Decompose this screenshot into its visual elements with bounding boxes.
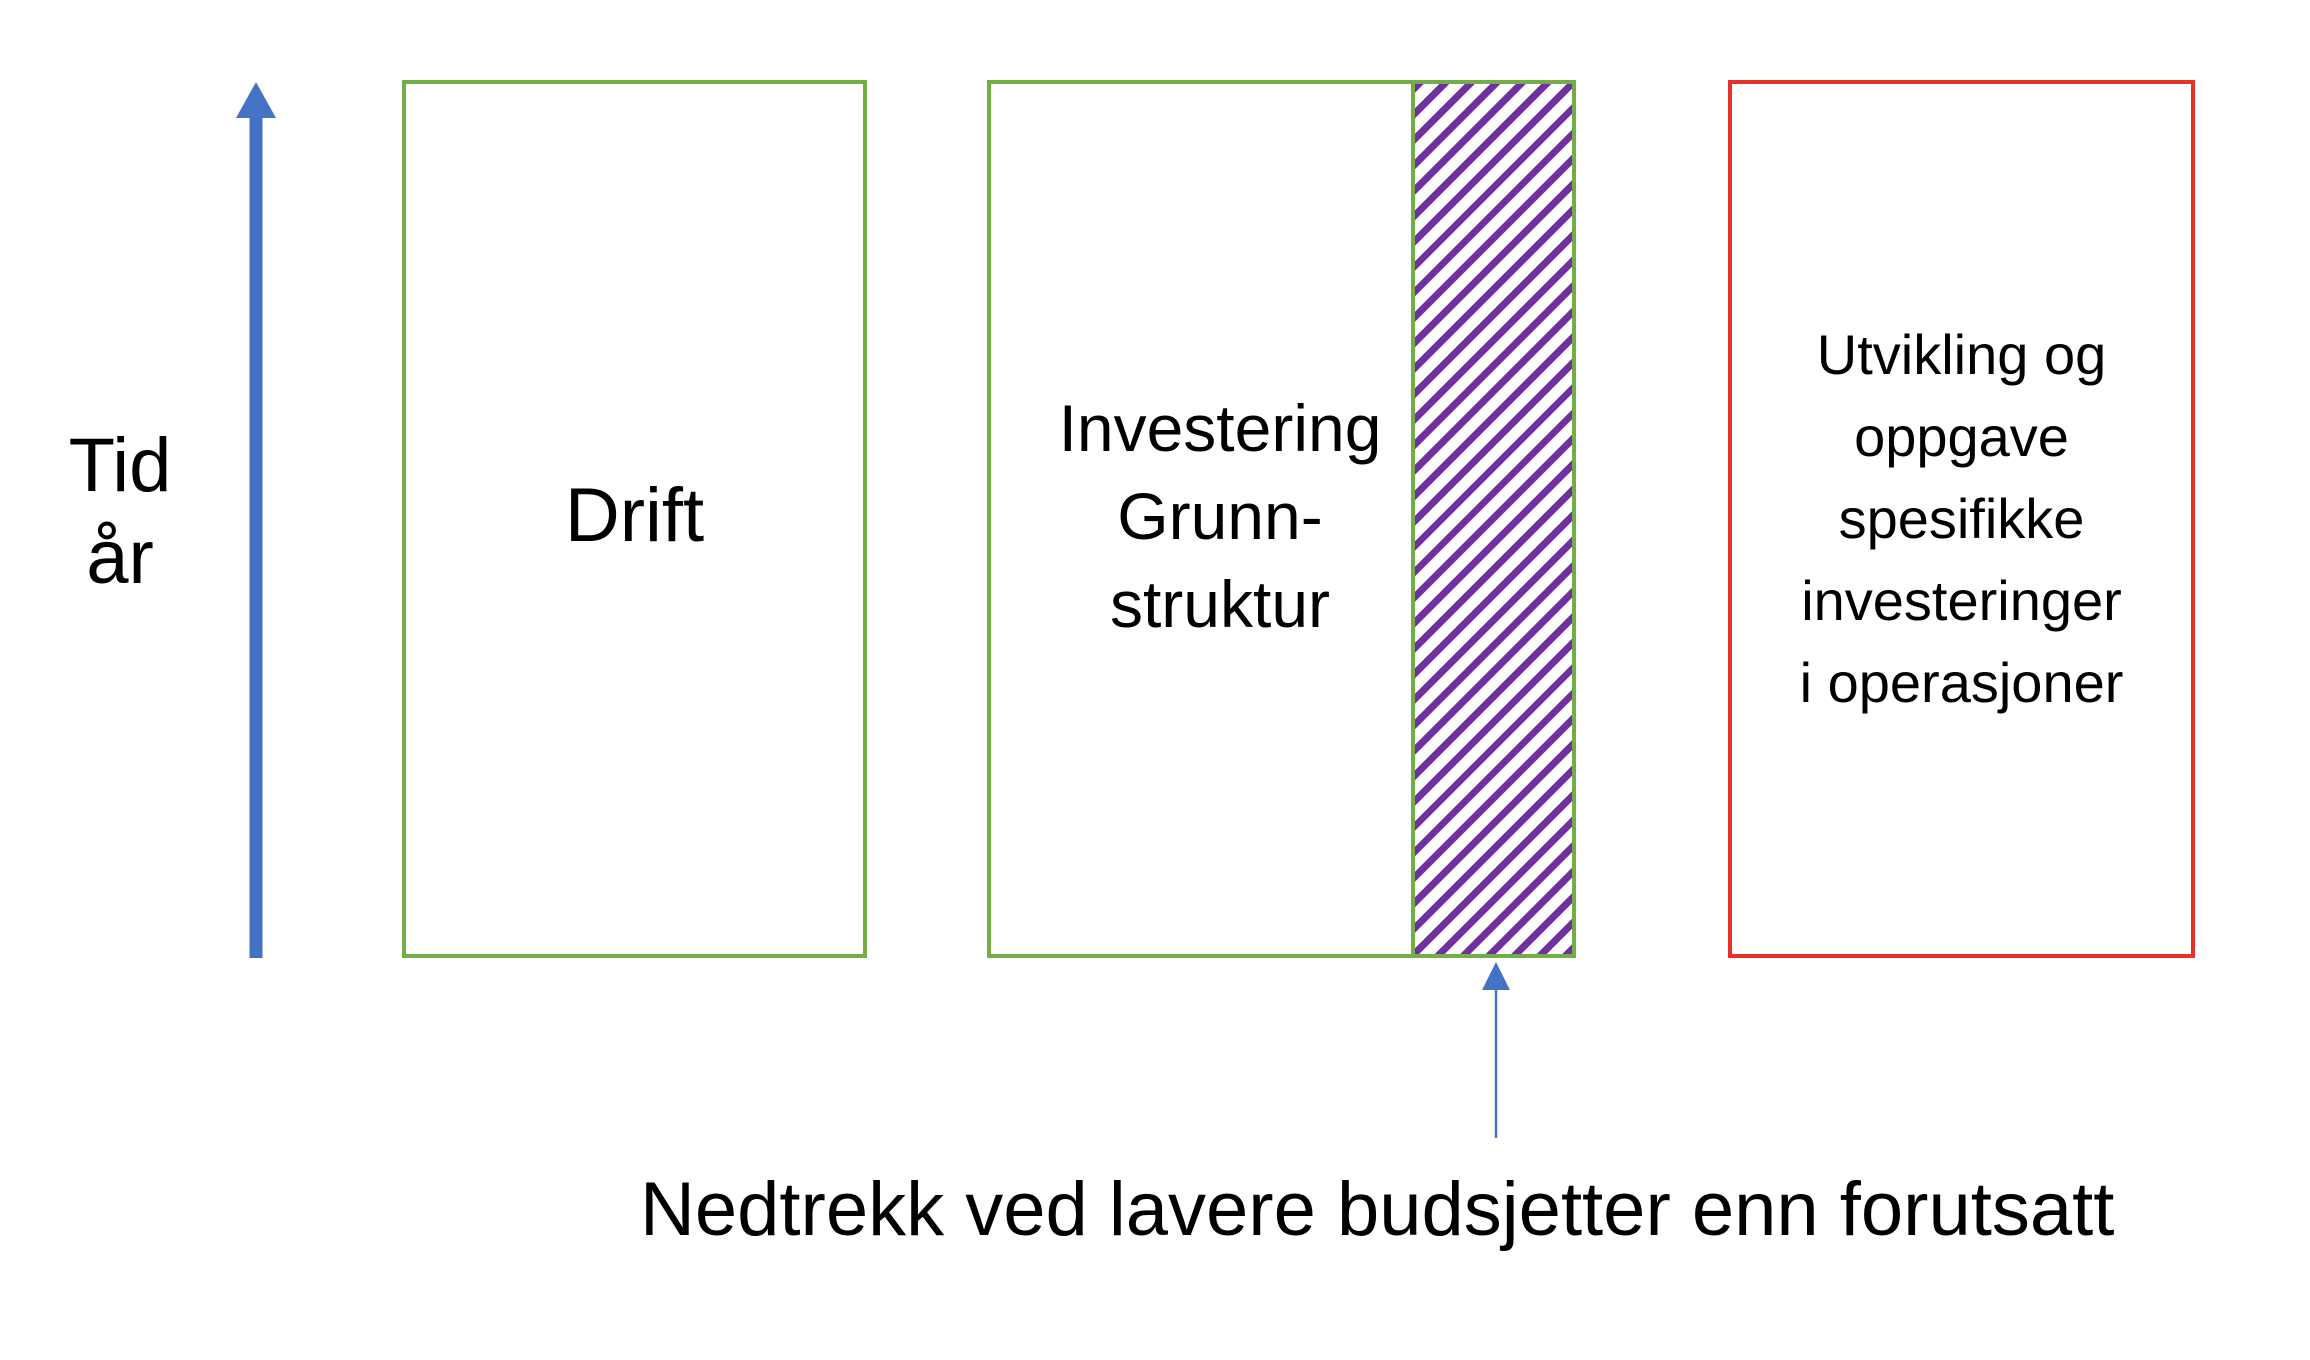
utvikling-label-line5: i operasjoner bbox=[1799, 651, 2124, 714]
utvikling-label-line4: investeringer bbox=[1801, 569, 2122, 632]
investering-label-line1: Investering bbox=[1058, 391, 1382, 465]
time-axis-label-line1: Tid bbox=[68, 423, 172, 508]
investering-label: Investering Grunn- struktur bbox=[1040, 384, 1400, 648]
reduction-hatched-area bbox=[1411, 80, 1576, 958]
drift-box bbox=[402, 80, 867, 958]
utvikling-label-line1: Utvikling og bbox=[1816, 323, 2107, 386]
time-axis-arrow bbox=[236, 82, 276, 958]
utvikling-label: Utvikling og oppgave spesifikke invester… bbox=[1728, 314, 2195, 724]
utvikling-label-line3: spesifikke bbox=[1838, 487, 2085, 550]
drift-label: Drift bbox=[564, 473, 705, 558]
reduction-pointer-arrow bbox=[1482, 962, 1510, 1138]
time-axis-label: Tid år bbox=[40, 420, 200, 604]
investering-label-line3: struktur bbox=[1109, 567, 1331, 641]
utvikling-label-line2: oppgave bbox=[1854, 405, 2069, 468]
utvikling-box bbox=[1728, 80, 2195, 958]
time-axis-label-line2: år bbox=[86, 515, 154, 600]
reduction-caption: Nedtrekk ved lavere budsjetter enn forut… bbox=[640, 1167, 2115, 1252]
investering-label-line2: Grunn- bbox=[1117, 479, 1323, 553]
